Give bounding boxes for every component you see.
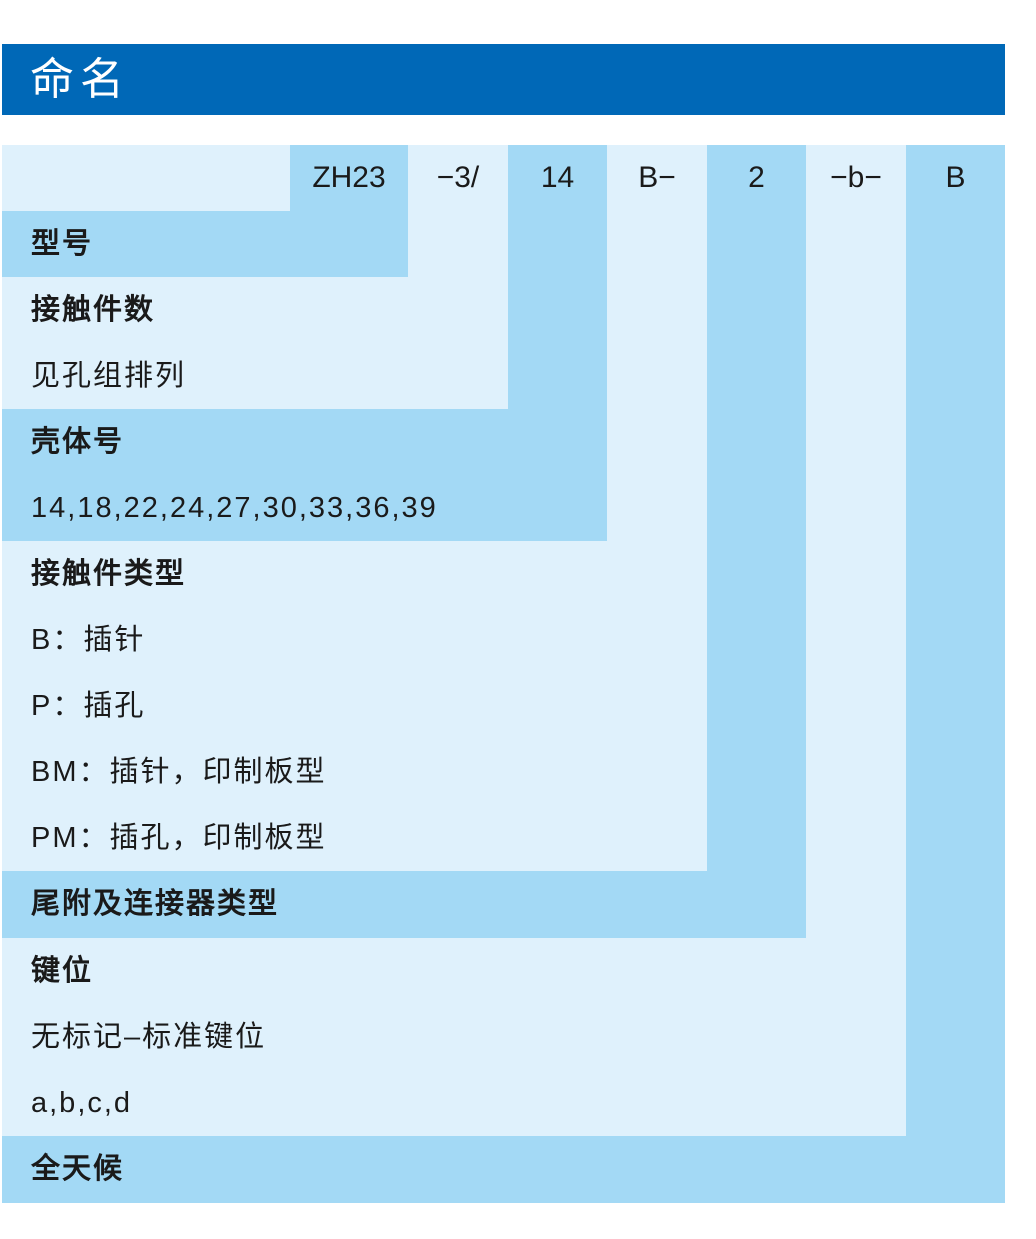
column-band-accessory [707,145,806,938]
section-title: 命名 [2,44,1005,115]
code-part-key: −b− [830,161,882,194]
row-heading: 全天候 [31,1153,125,1185]
code-part-weather: B [945,161,966,194]
row-option: 见孔组排列 [31,360,187,392]
row-option: B：插针 [31,624,146,656]
row-heading: 尾附及连接器类型 [31,888,280,920]
column-band-weather [906,145,1005,1203]
code-part-accessory: 2 [748,161,765,194]
code-part-sep1: −3/ [436,161,480,194]
row-option: BM：插针，印制板型 [31,756,327,788]
row-heading: 壳体号 [31,426,125,458]
row-option: 14,18,22,24,27,30,33,36,39 [31,492,438,524]
row-band-shell [2,409,607,541]
row-heading: 型号 [31,228,94,260]
row-option: P：插孔 [31,690,146,722]
row-heading: 接触件类型 [31,558,187,590]
code-part-contact: B− [638,161,676,194]
row-heading: 键位 [31,955,94,987]
code-part-model: ZH23 [312,161,386,194]
row-band-model [2,211,408,277]
code-part-shell: 14 [540,161,575,194]
row-band-weather [2,1136,1005,1203]
naming-diagram [2,145,1005,1203]
row-option: 无标记–标准键位 [31,1021,267,1053]
row-option: a,b,c,d [31,1087,133,1119]
row-band-accessory [2,871,806,938]
row-option: PM：插孔，印制板型 [31,822,327,854]
row-heading: 接触件数 [31,294,156,326]
